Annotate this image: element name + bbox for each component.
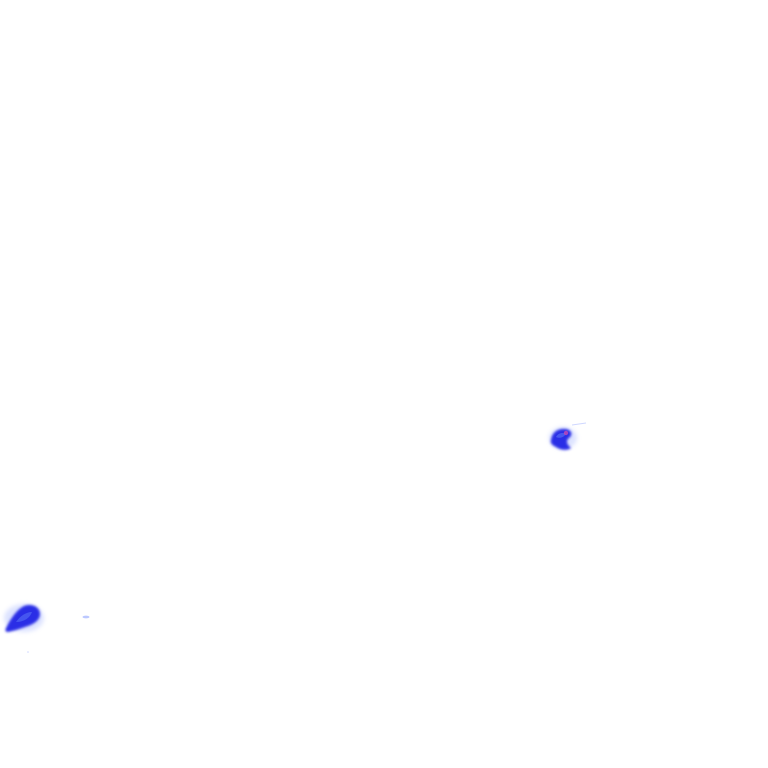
blob-right [549,422,587,450]
blob-left [4,604,90,653]
